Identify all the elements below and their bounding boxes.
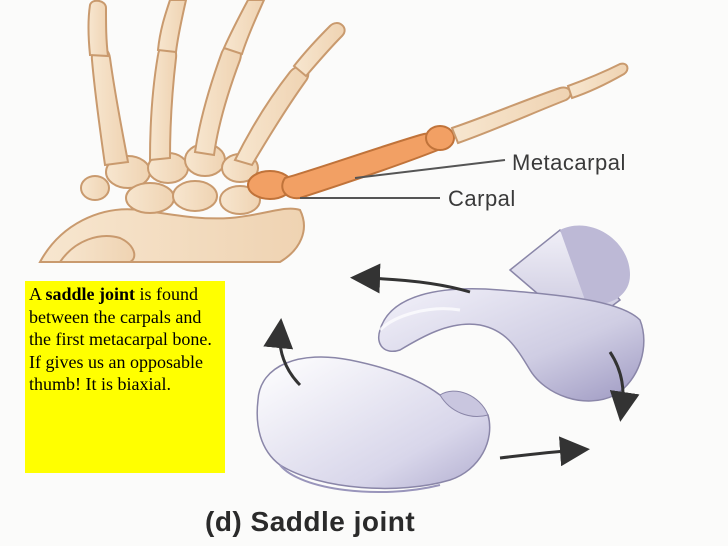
figure-caption: (d) Saddle joint — [205, 506, 416, 537]
callout-term: saddle joint — [45, 284, 136, 304]
arrow-left-icon — [350, 263, 471, 294]
thumb-phalanges — [450, 62, 629, 145]
finger-bones — [87, 0, 346, 167]
arrow-right-icon — [499, 436, 590, 467]
metacarpal-label: Metacarpal — [512, 150, 626, 175]
saddle-joint-callout: A saddle joint is found between the carp… — [25, 281, 225, 473]
label-leader-lines — [300, 159, 506, 199]
motion-arrows — [263, 263, 640, 467]
arrow-down-icon — [608, 351, 640, 422]
carpal-label: Carpal — [448, 186, 516, 211]
forearm-bones — [38, 207, 305, 263]
callout-prefix: A — [29, 284, 46, 304]
saddle-joint-model — [256, 225, 645, 493]
arrow-up-icon — [263, 318, 302, 387]
callout-text: is found between the carpals and the fir… — [29, 284, 212, 395]
highlighted-thumb-bones — [247, 125, 455, 200]
